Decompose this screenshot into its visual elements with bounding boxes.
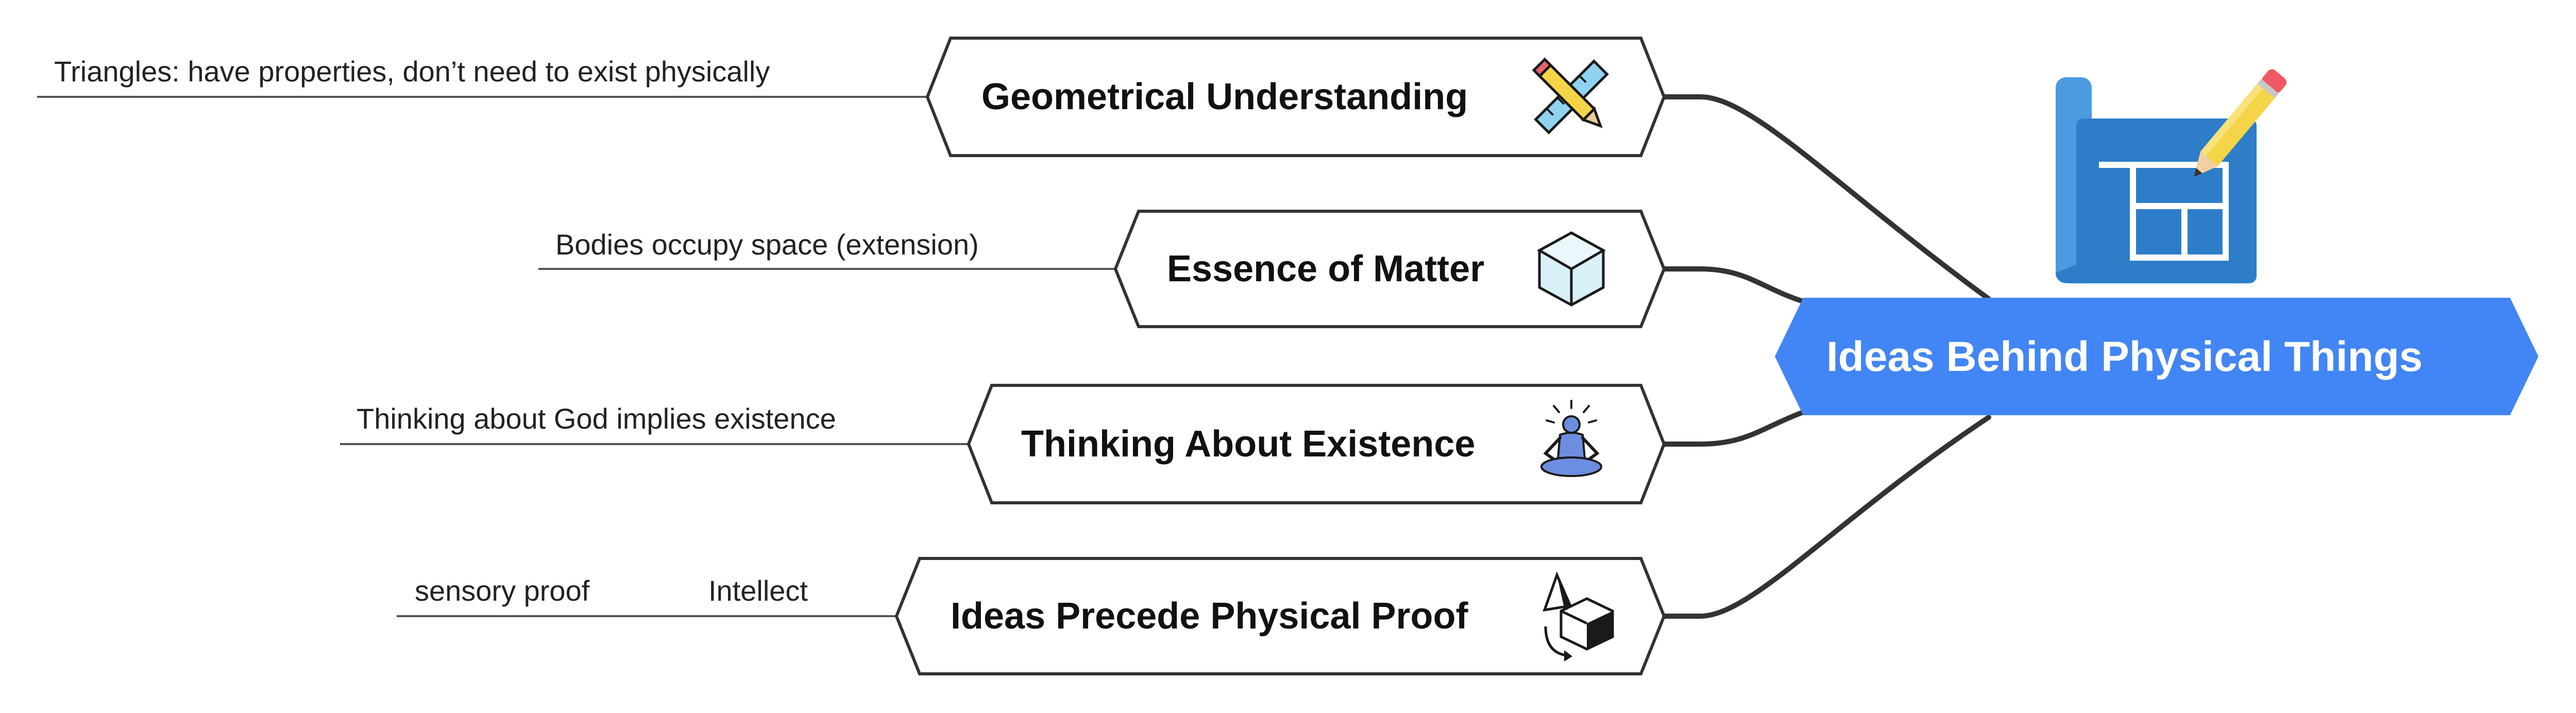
- branch-label: Ideas Precede Physical Proof: [951, 596, 1469, 637]
- cube-icon: [1536, 231, 1606, 307]
- branch-node-thinking-about-existence[interactable]: Thinking About Existence: [967, 384, 1666, 504]
- leaf-text: Triangles: have properties, don’t need t…: [54, 55, 770, 88]
- leaf-lines: [37, 96, 1115, 617]
- connector-thinking-about-existence: [1662, 410, 1806, 447]
- connectors: [1662, 94, 1991, 619]
- branch-node-essence-of-matter[interactable]: Essence of Matter: [1113, 210, 1666, 328]
- pencil-ruler-icon: [1532, 57, 1609, 134]
- branch-label: Thinking About Existence: [1021, 423, 1475, 465]
- root-label: Ideas Behind Physical Things: [1826, 333, 2422, 380]
- shapes-transform-icon: [1543, 571, 1614, 661]
- leaf-text: sensory proof: [415, 574, 590, 607]
- meditation-icon: [1540, 400, 1602, 477]
- branch-label: Essence of Matter: [1167, 248, 1484, 290]
- leaf-text: Thinking about God implies existence: [357, 402, 836, 435]
- leaf-text: Intellect: [708, 574, 808, 607]
- connector-geometrical-understanding: [1662, 94, 1991, 301]
- leaf-texts: Triangles: have properties, don’t need t…: [54, 55, 979, 607]
- branch-label: Geometrical Understanding: [981, 76, 1468, 117]
- branch-node-geometrical-understanding[interactable]: Geometrical Understanding: [925, 37, 1666, 157]
- branch-node-ideas-precede-physical-proof[interactable]: Ideas Precede Physical Proof: [894, 557, 1666, 675]
- leaf-text: Bodies occupy space (extension): [555, 228, 979, 261]
- connector-essence-of-matter: [1662, 266, 1806, 304]
- connector-ideas-precede-physical-proof: [1662, 415, 1991, 619]
- root-node[interactable]: Ideas Behind Physical Things: [1775, 298, 2538, 415]
- blueprint-pencil-icon: [2056, 69, 2287, 283]
